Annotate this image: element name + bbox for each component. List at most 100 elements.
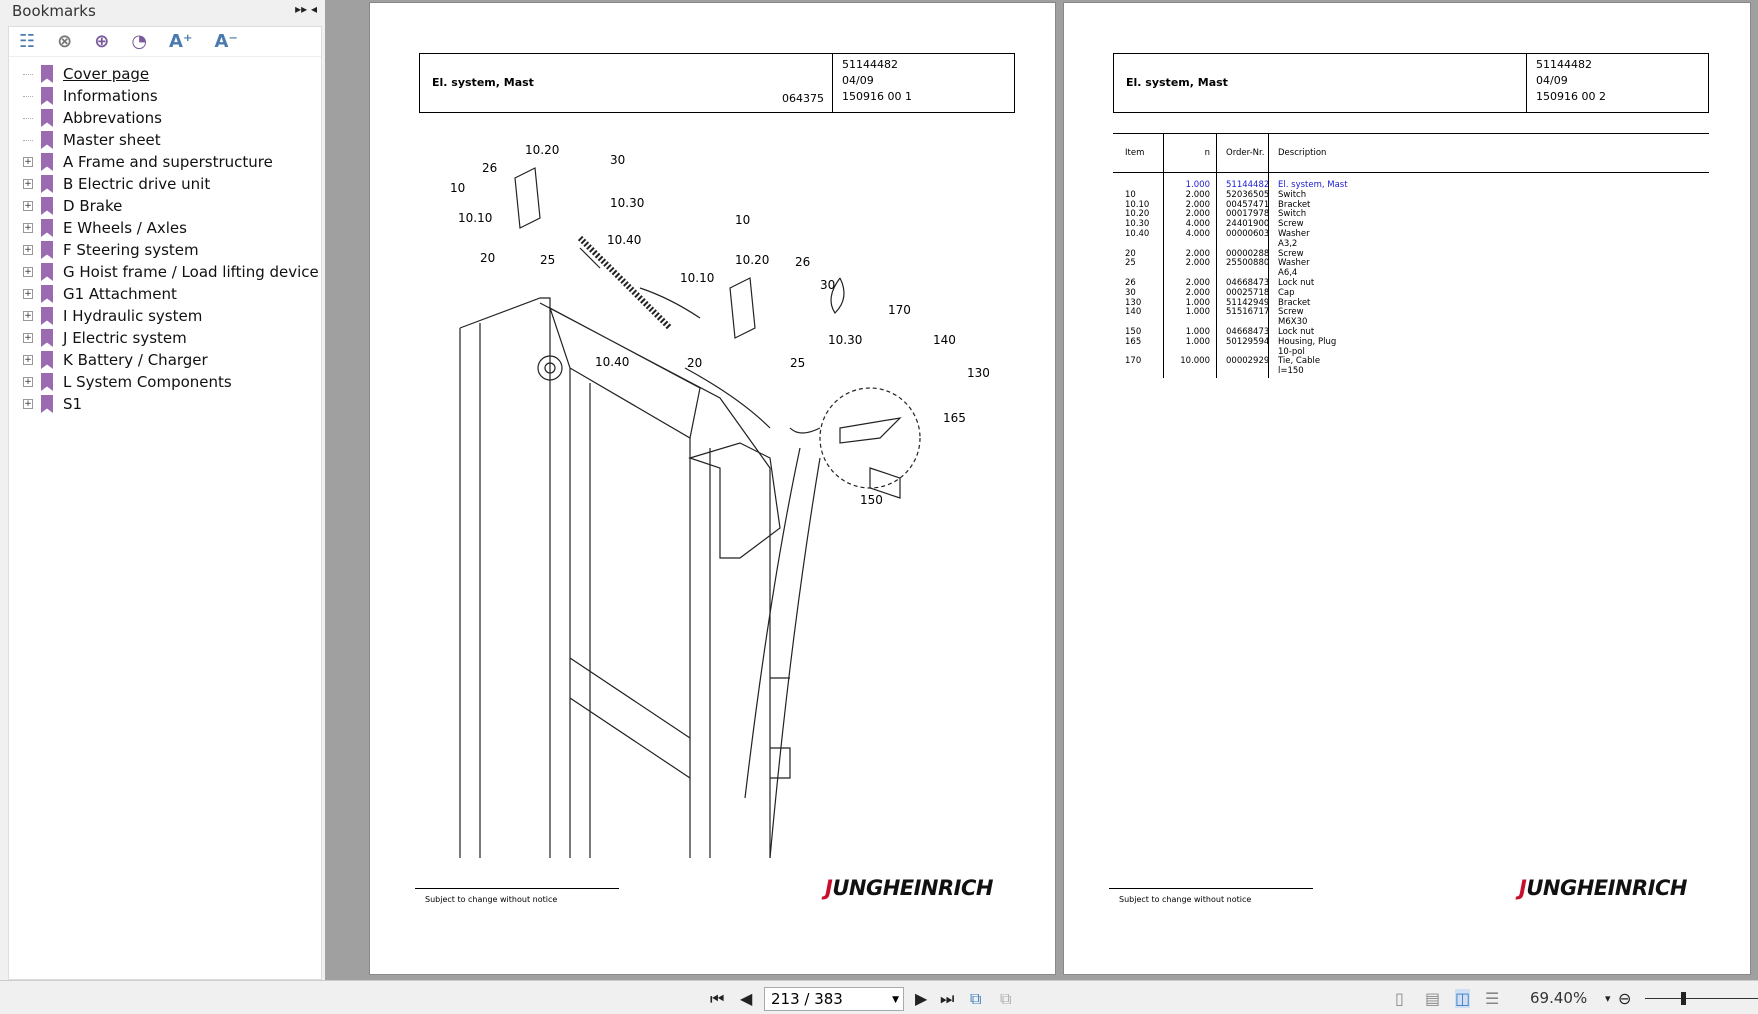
table-cell: 10.20 [1125,209,1150,220]
col-item: Item [1125,148,1145,158]
expand-icon[interactable]: + [23,223,33,233]
table-cell: 10 [1125,189,1136,200]
bookmark-item[interactable]: Cover page [9,63,321,85]
table-cell: 2.000 [1185,248,1210,259]
expand-icon[interactable]: + [23,179,33,189]
expand-icon[interactable]: + [23,311,33,321]
bookmark-item[interactable]: + E Wheels / Axles [9,217,321,239]
expand-icon[interactable]: + [23,157,33,167]
table-cell: Lock nut [1278,326,1315,337]
bookmark-icon [41,329,53,347]
expand-icon[interactable]: + [23,201,33,211]
table-cell: Bracket [1278,199,1311,210]
callout-label: 10.40 [607,233,642,247]
zoom-dropdown-icon[interactable]: ▾ [1605,992,1611,1005]
drawing-number: 064375 [782,92,824,105]
bookmark-item[interactable]: +K Battery / Charger [9,349,321,371]
bookmark-label: E Wheels / Axles [63,219,187,237]
sheet-number: 150916 00 2 [1536,90,1606,103]
first-page-icon[interactable]: ⏮ [710,989,725,1008]
expand-icon[interactable]: + [23,377,33,387]
delete-bookmark-icon[interactable]: ⊗ [57,31,73,52]
bookmark-item[interactable]: +S1 [9,393,321,415]
panel-controls[interactable]: ▸▸ ◂ [295,2,317,16]
table-cell: 130 [1125,297,1142,308]
expand-icon[interactable]: + [23,355,33,365]
facing-pages-icon[interactable]: ◫ [1455,989,1471,1008]
brand-logo: JUNGHEINRICH [1519,876,1687,900]
continuous-icon[interactable]: ▤ [1425,989,1441,1008]
bookmark-item[interactable]: Abbrevations [9,107,321,129]
zoom-slider[interactable] [1645,992,1758,1005]
callout-label: 10.30 [610,196,645,210]
table-cell: 04668473 [1226,326,1270,337]
bookmark-icon [41,197,53,215]
table-cell: 24401900 [1226,219,1270,230]
table-cell: A3,2 [1278,238,1298,249]
table-cell: 1.000 [1185,180,1210,190]
goto-bookmark-icon[interactable]: ◔ [131,31,148,52]
bookmark-item[interactable]: Master sheet [9,129,321,151]
continuous-facing-icon[interactable]: ☰ [1485,989,1500,1008]
bookmark-item[interactable]: + G Hoist frame / Load lifting device [9,261,321,283]
expand-icon[interactable]: + [23,333,33,343]
table-cell: 2.000 [1185,209,1210,220]
bookmark-item[interactable]: Informations [9,85,321,107]
bookmark-icon [41,87,53,105]
table-cell [1163,367,1216,377]
table-cell: Tie, Cable [1278,356,1321,367]
tree-line [23,95,33,97]
part-number: 51144482 [1536,58,1592,71]
logo-text: UNGHEINRICH [1526,876,1687,900]
bookmark-item[interactable]: +F Steering system [9,239,321,261]
table-cell: 00017978 [1226,209,1270,220]
bookmark-item[interactable]: +I Hydraulic system [9,305,321,327]
page-number-input[interactable]: 213 / 383▼ [764,987,904,1011]
previous-view-icon[interactable]: ⧉ [970,989,982,1008]
zoom-level[interactable]: 69.40% [1530,989,1588,1007]
prev-page-icon[interactable]: ◀ [740,989,753,1008]
table-cell: 4.000 [1185,219,1210,230]
bookmark-item[interactable]: +D Brake [9,195,321,217]
expand-all-icon[interactable]: ☷ [19,31,36,52]
expand-icon[interactable]: + [23,245,33,255]
date: 04/09 [1536,74,1568,87]
bookmark-item[interactable]: +L System Components [9,371,321,393]
bookmark-item[interactable]: +G1 Attachment [9,283,321,305]
table-cell: 1.000 [1185,297,1210,308]
table-cell [1113,367,1163,377]
bookmark-icon [41,307,53,325]
increase-font-icon[interactable]: A⁺ [169,31,193,52]
table-cell [1113,269,1163,279]
last-page-icon[interactable]: ⏭ [940,989,955,1008]
bookmark-icon [41,131,53,149]
bookmark-item[interactable]: +B Electric drive unit [9,173,321,195]
next-view-icon[interactable]: ⧉ [1000,989,1012,1008]
bookmark-label: Abbrevations [63,109,162,127]
decrease-font-icon[interactable]: A⁻ [214,31,238,52]
date: 04/09 [842,74,874,87]
callout-label: 10.10 [458,211,493,225]
expand-icon[interactable]: + [23,399,33,409]
title-block: El. system, Mast 51144482 04/09 150916 0… [1113,53,1709,113]
expand-icon[interactable]: + [23,267,33,277]
table-cell: 2.000 [1185,287,1210,298]
exploded-drawing [459,167,921,858]
zoom-out-icon[interactable]: ⊖ [1618,989,1632,1008]
add-bookmark-icon[interactable]: ⊕ [94,31,110,52]
next-page-icon[interactable]: ▶ [915,989,928,1008]
document-viewer[interactable]: El. system, Mast 064375 51144482 04/09 1… [325,0,1758,980]
table-row: A6,4 [1113,268,1709,279]
single-page-icon[interactable]: ▯ [1395,989,1404,1008]
expand-icon[interactable]: + [23,289,33,299]
bookmark-label: G Hoist frame / Load lifting device [63,263,319,281]
footer-note: Subject to change without notice [415,888,619,904]
bookmark-item[interactable]: +A Frame and superstructure [9,151,321,173]
callout-label: 10.20 [525,143,560,157]
table-cell: 51142949 [1226,297,1270,308]
bookmark-item[interactable]: +J Electric system [9,327,321,349]
